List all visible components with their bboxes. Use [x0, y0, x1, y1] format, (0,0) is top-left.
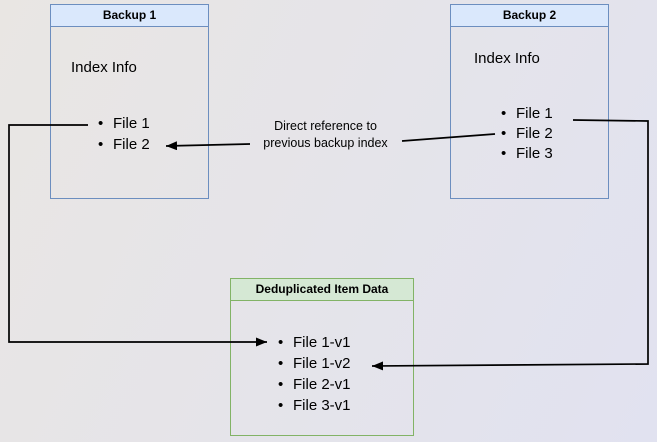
backup2-box: Backup 2 Index Info File 1 File 2 File 3 [450, 4, 609, 199]
annotation-line1: Direct reference to [274, 119, 377, 133]
list-item: File 1-v1 [278, 332, 351, 353]
list-item: File 2 [98, 134, 150, 155]
list-item: File 2 [501, 124, 553, 144]
list-item: File 1-v2 [278, 353, 351, 374]
backup2-file-list: File 1 File 2 File 3 [501, 104, 553, 164]
backup1-file-list: File 1 File 2 [98, 113, 150, 155]
list-item: File 3-v1 [278, 395, 351, 416]
backup2-index-info-label: Index Info [474, 50, 540, 67]
list-item: File 3 [501, 144, 553, 164]
list-item: File 2-v1 [278, 374, 351, 395]
dedup-title: Deduplicated Item Data [231, 279, 413, 301]
backup1-title: Backup 1 [51, 5, 208, 27]
reference-annotation: Direct reference to previous backup inde… [233, 118, 418, 152]
dedup-box: Deduplicated Item Data File 1-v1 File 1-… [230, 278, 414, 436]
list-item: File 1 [501, 104, 553, 124]
dedup-file-list: File 1-v1 File 1-v2 File 2-v1 File 3-v1 [278, 332, 351, 416]
annotation-line2: previous backup index [263, 136, 388, 150]
backup1-index-info-label: Index Info [71, 59, 137, 76]
backup2-title: Backup 2 [451, 5, 608, 27]
list-item: File 1 [98, 113, 150, 134]
backup1-box: Backup 1 Index Info File 1 File 2 [50, 4, 209, 199]
